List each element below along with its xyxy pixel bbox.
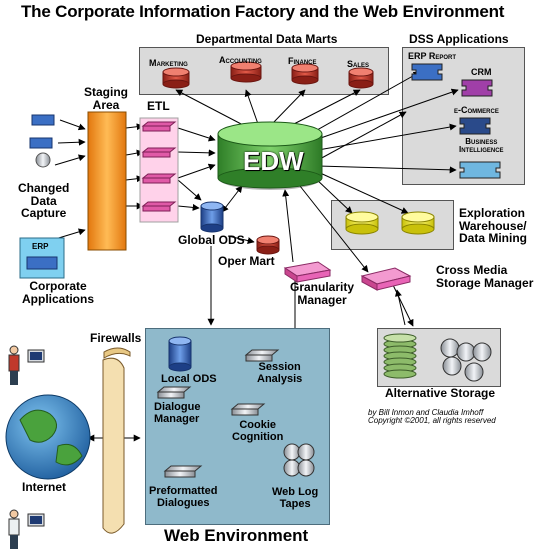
erp-box-label: ERP: [32, 242, 49, 251]
dss-header: DSS Applications: [409, 32, 509, 46]
web-environment-title: Web Environment: [164, 526, 309, 545]
mart-accounting-label: Accounting: [219, 55, 262, 65]
dss-crm-label: CRM: [471, 67, 492, 77]
alternative-storage-label: Alternative Storage: [385, 386, 496, 400]
staging-area-label: Staging Area: [84, 85, 128, 112]
changed-data-capture-label: Changed Data Capture: [18, 181, 70, 221]
preformatted-dialogues-label: Preformatted Dialogues: [149, 485, 218, 509]
granularity-manager-label: Granularity Manager: [290, 280, 355, 307]
edw-label: EDW: [243, 146, 304, 176]
etl-label: ETL: [147, 99, 170, 113]
user-icon-bottom: [8, 509, 45, 549]
session-analysis-label: Session Analysis: [257, 361, 303, 385]
oper-mart-label: Oper Mart: [218, 254, 275, 268]
web-log-tapes-label: Web Log Tapes: [272, 486, 319, 510]
staging-area-block: [87, 111, 127, 251]
dss-erp-report-label: ERP Report: [408, 51, 457, 61]
corporate-applications-label: Corporate Applications: [22, 279, 95, 306]
dialogue-manager-label: Dialogue Manager: [154, 401, 201, 425]
mart-marketing-label: Marketing: [149, 58, 188, 68]
firewalls-label: Firewalls: [90, 331, 142, 345]
internet-label: Internet: [22, 480, 67, 494]
web-environment-panel: [145, 328, 330, 525]
mart-finance-label: Finance: [288, 56, 317, 66]
cross-media-label: Cross Media Storage Manager: [436, 263, 534, 290]
exploration-label: Exploration Warehouse/ Data Mining: [459, 206, 527, 246]
data-marts-header: Departmental Data Marts: [196, 32, 338, 46]
global-ods-label: Global ODS: [178, 233, 245, 247]
credit-text: by Bill Inmon and Claudia Imhoff Copyrig…: [368, 408, 496, 426]
dss-bi-label: Business Intelligence: [459, 137, 504, 155]
cookie-cognition-label: Cookie Cognition: [232, 419, 284, 443]
dss-ecommerce-label: e-Commerce: [454, 105, 499, 115]
mart-sales-label: Sales: [347, 59, 370, 69]
page-title: The Corporate Information Factory and th…: [21, 2, 505, 21]
user-icon-top: [8, 345, 45, 385]
local-ods-label: Local ODS: [161, 373, 217, 385]
